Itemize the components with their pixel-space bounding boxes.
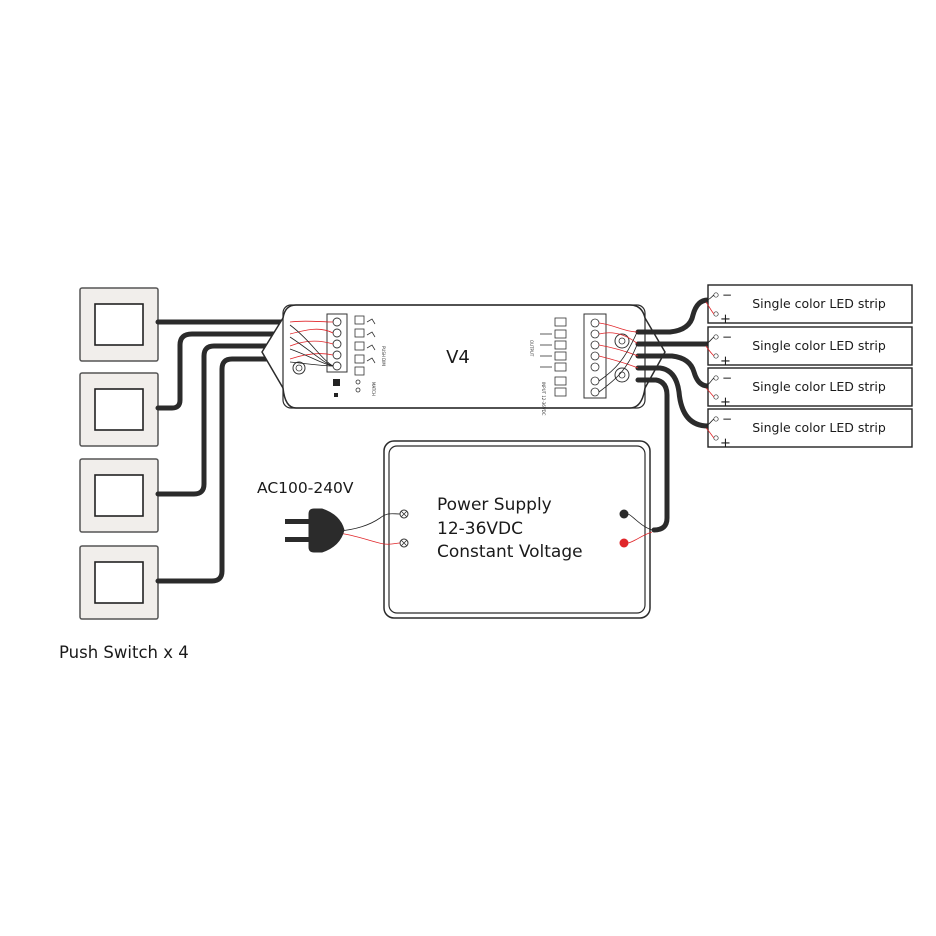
power-supply-line2: 12-36VDC	[437, 519, 523, 539]
controller: PUSH DIM MATCH V4 OUTPUT INPUT 12-36VDC	[261, 304, 666, 416]
strip-internal-wires	[705, 294, 715, 439]
led-strip-label: Single color LED strip	[752, 420, 886, 435]
led-strips: Single color LED strip − + Single color …	[707, 284, 913, 451]
led-strip-label: Single color LED strip	[752, 379, 886, 394]
push-switch-2	[79, 372, 159, 447]
ac-plug	[285, 508, 401, 553]
push-switch-1	[79, 287, 159, 362]
output-cables	[635, 297, 711, 429]
led-strip-minus: −	[722, 371, 732, 385]
push-switch-3	[79, 458, 159, 533]
led-strip-plus: +	[720, 354, 731, 369]
output-label: OUTPUT	[529, 340, 534, 357]
left-internal-wires	[289, 320, 334, 367]
dc-positive-terminal	[619, 538, 629, 548]
output-internal-wires	[598, 322, 639, 393]
led-strip-label: Single color LED strip	[752, 296, 886, 311]
led-strip-1: Single color LED strip − +	[707, 284, 913, 327]
power-supply-line1: Power Supply	[437, 495, 552, 515]
led-strip-minus: −	[722, 330, 732, 344]
led-strip-plus: +	[720, 395, 731, 410]
power-supply-line3: Constant Voltage	[437, 542, 583, 562]
push-switches	[79, 287, 159, 620]
switch-cables	[155, 319, 293, 584]
ac-input-label: AC100-240V	[257, 479, 354, 497]
led-strip-plus: +	[720, 436, 731, 451]
power-supply: Power Supply 12-36VDC Constant Voltage	[383, 440, 651, 619]
controller-model: V4	[446, 347, 470, 368]
led-strip-plus: +	[720, 312, 731, 327]
dc-negative-terminal	[619, 509, 629, 519]
led-strip-3: Single color LED strip − +	[707, 367, 913, 410]
dc-input-cable	[627, 377, 670, 544]
led-strip-minus: −	[722, 412, 732, 426]
input-label: INPUT 12-36VDC	[541, 382, 546, 416]
led-strip-label: Single color LED strip	[752, 338, 886, 353]
push-switch-4	[79, 545, 159, 620]
led-strip-2: Single color LED strip − +	[707, 326, 913, 369]
pushdim-label: PUSH DIM	[381, 346, 386, 366]
match-button	[333, 379, 340, 386]
match-label: MATCH	[371, 382, 376, 396]
push-switches-label: Push Switch x 4	[59, 643, 189, 662]
led-strip-4: Single color LED strip − +	[707, 408, 913, 451]
led-strip-minus: −	[722, 288, 732, 302]
